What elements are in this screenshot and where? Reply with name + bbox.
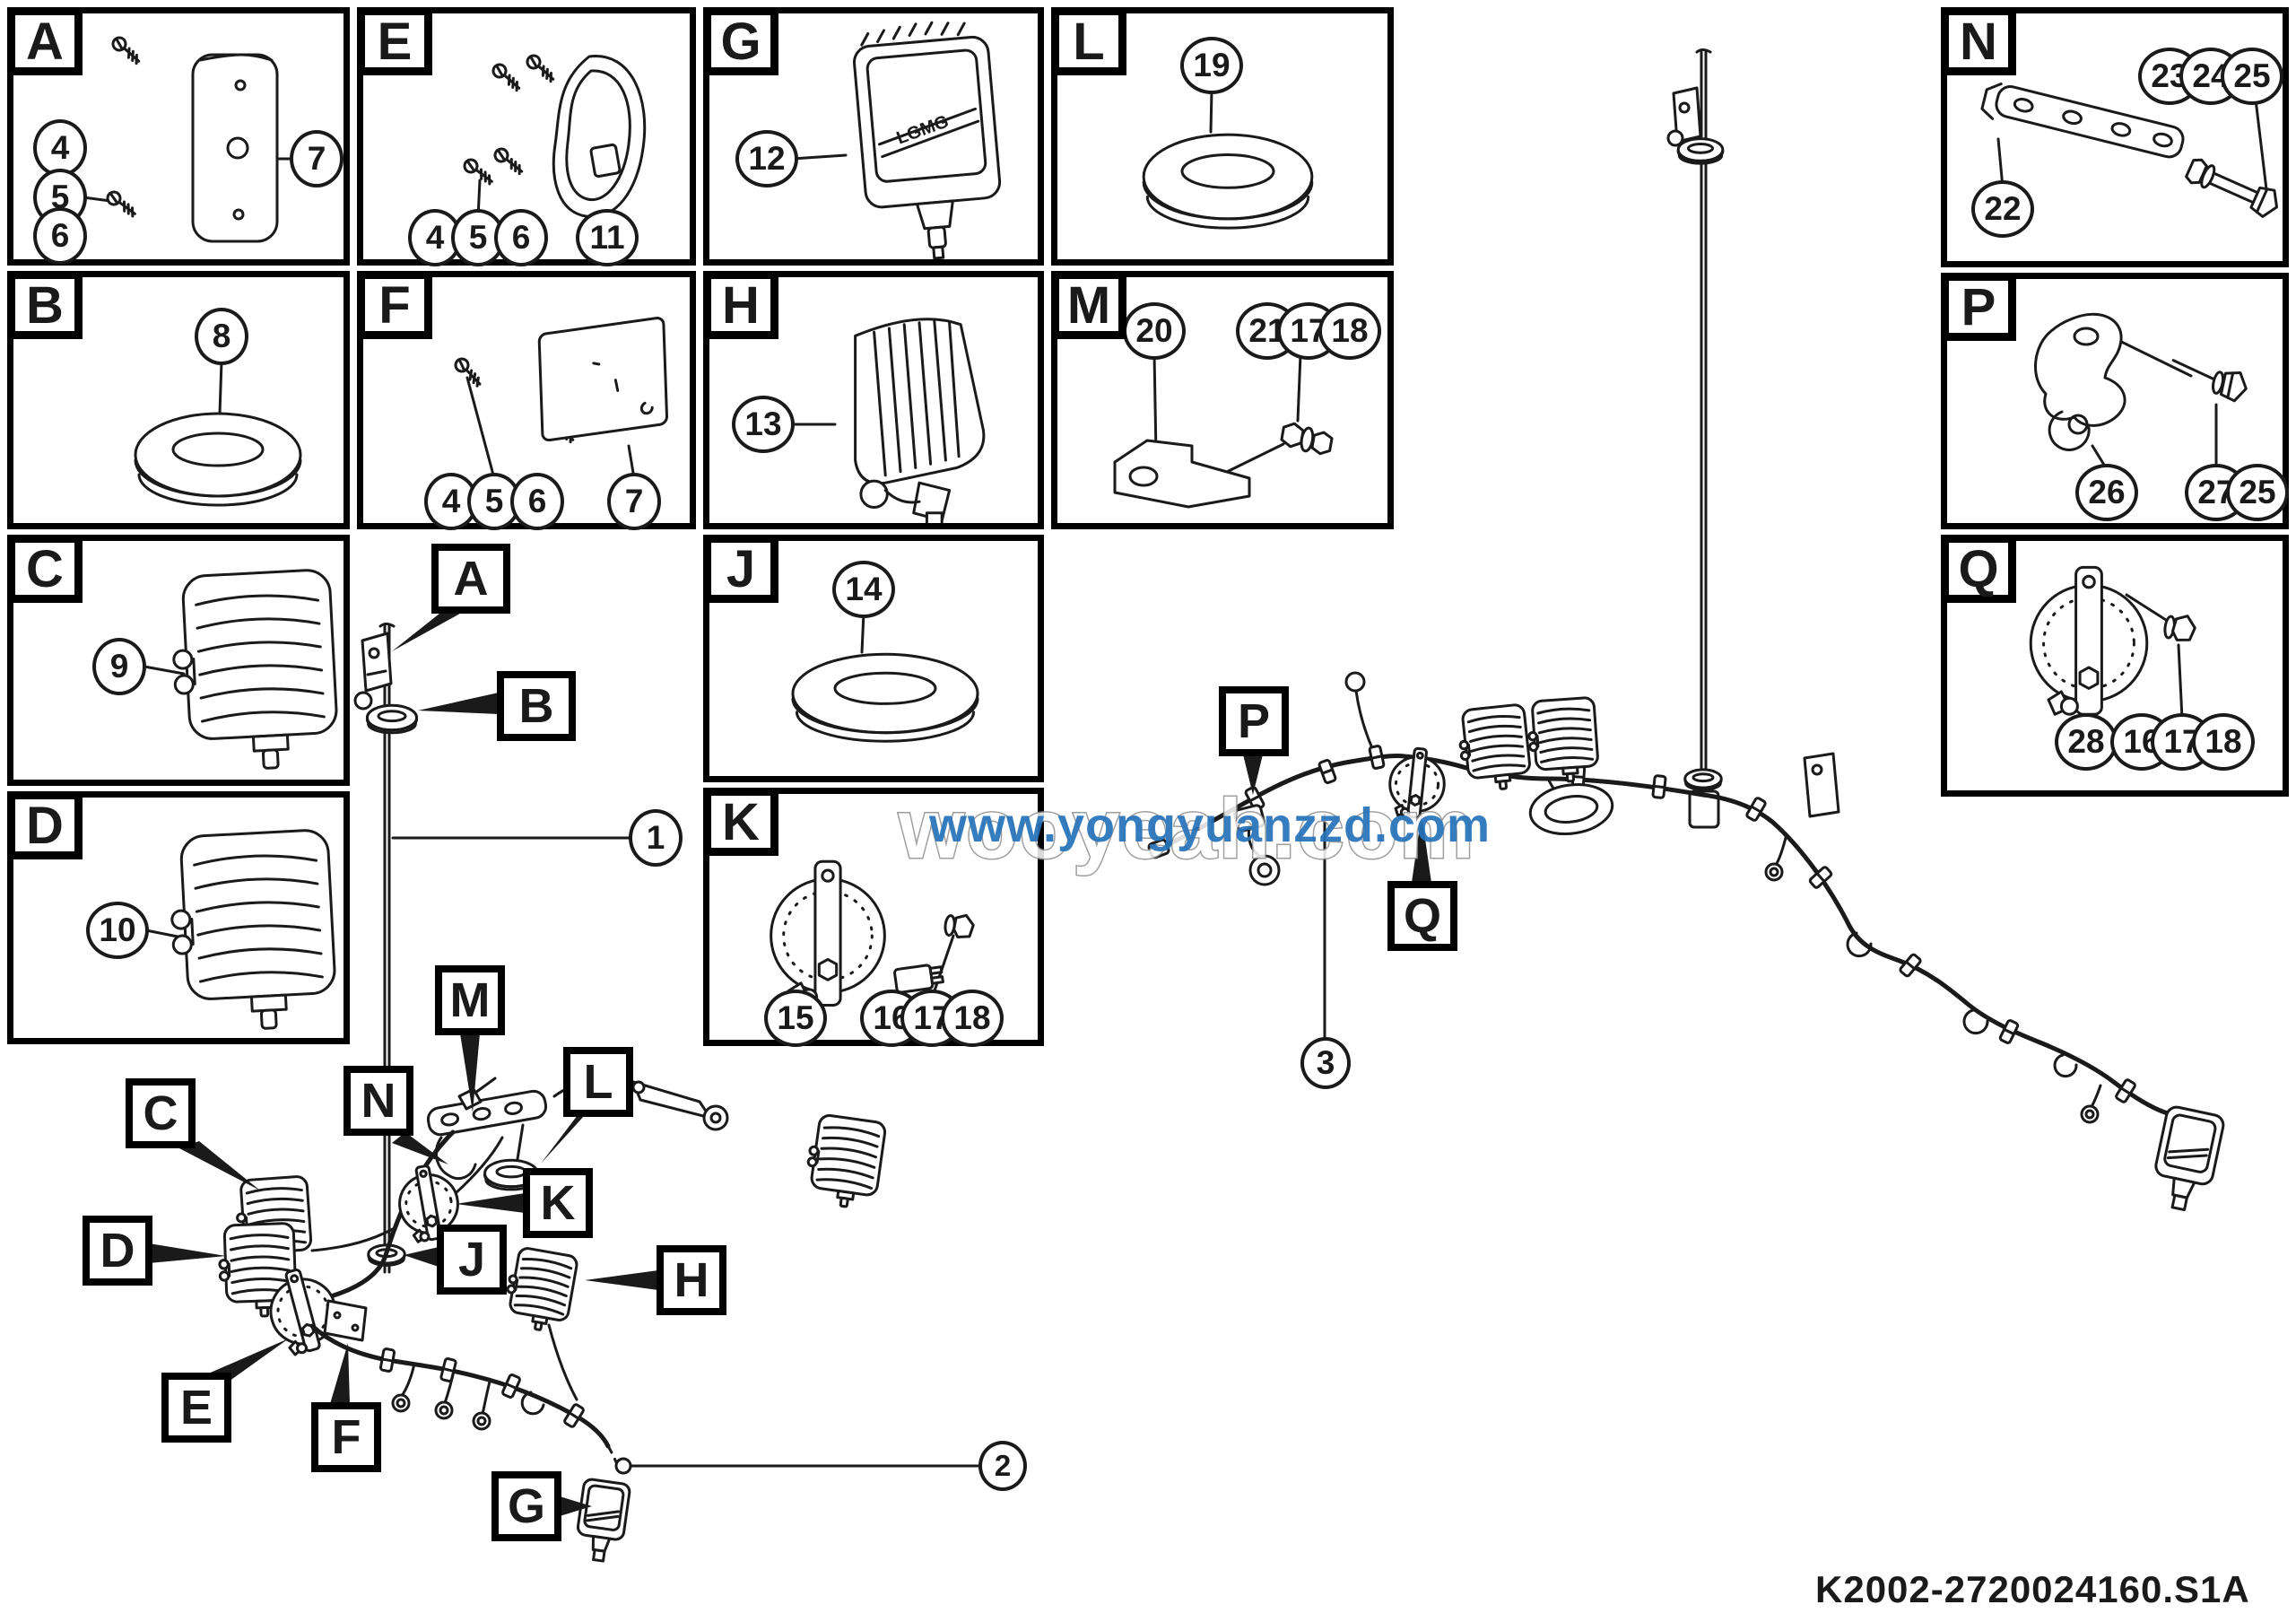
panel-m-callout-18: 18 [1318, 302, 1381, 360]
panel-b: B 8 [7, 271, 350, 529]
panel-k-illustration [770, 859, 1038, 1007]
panel-p: P 26 27 25 [1941, 273, 2289, 529]
panel-h-tab: H [703, 271, 778, 339]
panel-e-tab: E [357, 7, 432, 75]
panel-e: E 4 5 6 11 [357, 7, 696, 266]
panel-d-callout-10: 10 [86, 902, 149, 959]
panel-a-tab: A [7, 7, 83, 75]
diagram-label-n: N [344, 1066, 413, 1136]
diagram-callout-2: 2 [978, 1441, 1027, 1491]
panel-g-illustration: LGMG [709, 13, 1038, 259]
panel-g-callout-12: 12 [735, 130, 798, 187]
panel-n-tab: N [1941, 7, 2016, 75]
panel-q-tab: Q [1941, 535, 2016, 603]
panel-k: K 15 16 17 18 [703, 788, 1044, 1047]
panel-f-illustration [449, 277, 690, 523]
panel-f-callout-7: 7 [607, 473, 661, 530]
diagram-label-h: H [657, 1245, 726, 1315]
diagram-label-m: M [435, 965, 505, 1035]
panel-b-callout-8: 8 [195, 308, 248, 365]
panel-f-callout-6: 6 [510, 473, 564, 530]
panel-n-callout-22: 22 [1971, 180, 2034, 238]
panel-b-illustration [134, 277, 302, 507]
panel-k-callout-15: 15 [764, 990, 827, 1047]
panel-l-illustration [1142, 13, 1314, 230]
panel-q: Q 28 16 17 18 [1941, 535, 2289, 797]
panel-h: H 13 [703, 271, 1044, 529]
diagram-label-f: F [311, 1402, 381, 1472]
panel-k-tab: K [703, 788, 778, 856]
panel-e-callout-11: 11 [576, 209, 639, 266]
label-pointers [149, 610, 1431, 1516]
harness-2 [217, 1078, 887, 1565]
diagram-label-p: P [1219, 686, 1289, 756]
panel-g: G LGMG 12 [703, 7, 1044, 266]
panel-m-illustration [1057, 277, 1387, 523]
panel-f: F 4 5 6 7 [357, 271, 696, 530]
diagram-label-d: D [83, 1216, 152, 1286]
diagram-callout-3: 3 [1300, 1037, 1351, 1089]
panel-k-callout-18: 18 [941, 990, 1004, 1047]
panel-a-callout-7: 7 [290, 130, 344, 187]
panel-q-callout-18: 18 [2192, 713, 2255, 771]
panel-a-callout-6: 6 [33, 207, 87, 265]
panel-p-callout-26: 26 [2075, 464, 2138, 521]
panel-d: D 10 [7, 791, 350, 1044]
panel-c-callout-9: 9 [92, 638, 146, 695]
panel-h-illustration [709, 277, 1038, 523]
panel-m: M 20 21 17 18 [1051, 271, 1394, 529]
panel-j-tab: J [703, 535, 778, 603]
diagram-callout-1: 1 [629, 809, 683, 867]
panel-d-illustration [13, 827, 339, 1034]
panel-p-illustration [1947, 279, 2283, 523]
callout-leaders [393, 815, 1325, 1466]
panel-l-tab: L [1051, 7, 1126, 75]
panel-l-callout-19: 19 [1180, 37, 1243, 94]
rod-1 [355, 624, 418, 1273]
panel-p-tab: P [1941, 273, 2016, 341]
diagram-label-b: B [497, 671, 576, 741]
panel-j: J 14 [703, 535, 1044, 782]
panel-n-illustration [1947, 13, 2283, 261]
panel-b-tab: B [7, 271, 83, 339]
panel-c-tab: C [7, 535, 83, 603]
panel-m-callout-20: 20 [1123, 302, 1186, 360]
panel-h-callout-13: 13 [732, 396, 795, 453]
diagram-label-e: E [161, 1373, 231, 1443]
panel-j-callout-14: 14 [832, 561, 895, 618]
diagram-label-a: A [431, 544, 510, 614]
panel-f-tab: F [357, 271, 432, 339]
panel-c-illustration [13, 567, 341, 774]
panel-d-tab: D [7, 791, 83, 859]
panel-a-illustration [13, 34, 344, 259]
harness-3 [1148, 673, 2227, 1216]
diagram-label-g: G [491, 1471, 561, 1541]
panel-p-callout-25: 25 [2226, 464, 2289, 521]
panel-m-tab: M [1051, 271, 1126, 339]
panel-n: N 22 23 24 25 [1941, 7, 2289, 267]
diagram-label-k: K [523, 1168, 593, 1238]
diagram-label-c: C [126, 1078, 196, 1148]
diagram-label-j: J [437, 1225, 507, 1295]
diagram-label-q: Q [1387, 881, 1457, 951]
panel-q-callout-28: 28 [2055, 713, 2118, 771]
diagram-label-l: L [563, 1047, 633, 1117]
rod-2 [1668, 50, 1724, 828]
panel-c: C 9 [7, 535, 350, 786]
panel-j-illustration [791, 541, 979, 743]
panel-a: A 4 5 6 7 [7, 7, 350, 266]
panel-e-callout-6: 6 [494, 209, 548, 266]
panel-n-callout-25: 25 [2221, 48, 2283, 105]
panel-l: L 19 [1051, 7, 1394, 266]
drawing-number: K2002-2720024160.S1A [1815, 1568, 2250, 1610]
panel-g-tab: G [703, 7, 778, 75]
